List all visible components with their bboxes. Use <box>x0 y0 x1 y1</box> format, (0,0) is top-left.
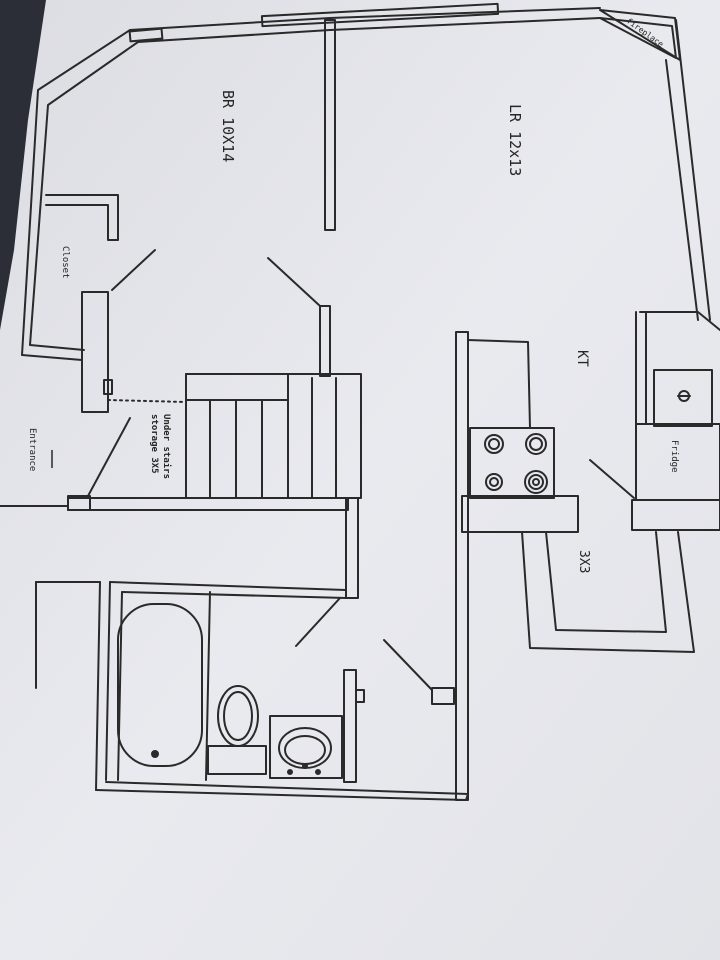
kitchen-door <box>589 459 635 499</box>
hall-door <box>383 639 433 691</box>
kitchen <box>461 311 720 533</box>
bathroom-sink <box>269 715 343 779</box>
door-stop <box>67 495 91 511</box>
fridge-label: Fridge <box>669 440 679 473</box>
hall-wall <box>455 331 469 801</box>
closet-wall <box>45 194 119 413</box>
toilet <box>207 685 267 775</box>
closet-door <box>111 249 156 291</box>
storage-outline <box>107 399 187 403</box>
closet-label: Closet <box>60 246 70 279</box>
kitchen-sink <box>653 369 713 427</box>
storage-label-line2: storage 3X5 <box>149 414 159 474</box>
bedroom-label: BR 10X14 <box>219 90 237 162</box>
living-room-label: LR 12x13 <box>506 104 524 176</box>
stove <box>469 427 555 499</box>
nook-label: 3X3 <box>576 550 591 573</box>
door-stop <box>103 379 113 395</box>
bathroom-door <box>295 597 341 647</box>
kitchen-label: KT <box>574 350 590 367</box>
bathroom-wall <box>343 669 357 783</box>
entrance-door <box>87 417 131 497</box>
tub-drain <box>151 750 159 758</box>
door-frame <box>319 305 331 377</box>
storage-label-line1: Under stairs <box>161 414 172 479</box>
exterior-wall <box>21 2 711 361</box>
bathtub <box>117 603 203 767</box>
bedroom-door <box>267 257 321 307</box>
partition-wall <box>324 19 336 231</box>
door-stop <box>355 689 365 703</box>
door-stop <box>431 687 455 705</box>
hall-wall <box>345 497 359 599</box>
nook <box>521 531 695 653</box>
entrance-label: Entrance <box>27 428 37 471</box>
